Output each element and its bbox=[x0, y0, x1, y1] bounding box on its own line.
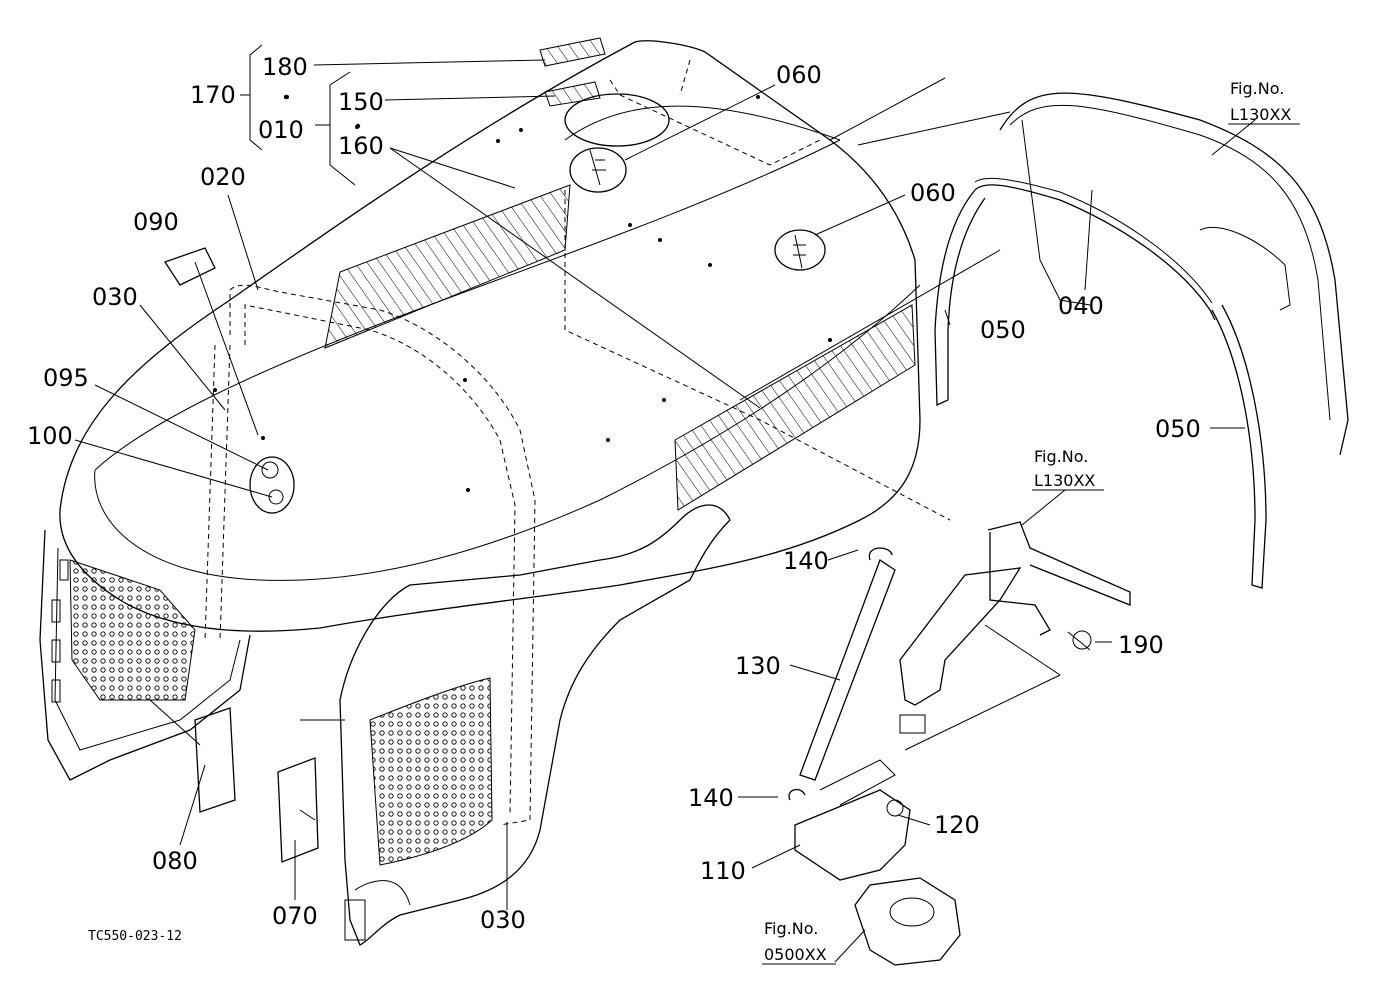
svg-text:Fig.No.: Fig.No. bbox=[764, 919, 818, 938]
label-110: 110 bbox=[700, 857, 746, 885]
label-180: 180 bbox=[262, 53, 308, 81]
svg-text:Fig.No.: Fig.No. bbox=[1034, 447, 1088, 466]
label-100: 100 bbox=[27, 422, 73, 450]
label-030-upper: 030 bbox=[92, 283, 138, 311]
figure-ref-top-right: Fig.No. L130XX bbox=[1228, 79, 1300, 125]
label-010: 010 bbox=[258, 116, 304, 144]
label-060-right: 060 bbox=[910, 179, 956, 207]
part-110-stay bbox=[794, 789, 911, 881]
svg-text:Fig.No.: Fig.No. bbox=[1230, 79, 1284, 98]
housing bbox=[854, 877, 961, 966]
label-070: 070 bbox=[272, 902, 318, 930]
part-050-left bbox=[934, 189, 986, 406]
label-170: 170 bbox=[190, 81, 236, 109]
label-030-lower: 030 bbox=[480, 906, 526, 934]
label-095: 095 bbox=[43, 364, 89, 392]
label-050-right: 050 bbox=[1155, 415, 1201, 443]
rops-frame bbox=[999, 92, 1349, 456]
label-020: 020 bbox=[200, 163, 246, 191]
figure-ref-middle-right: Fig.No. L130XX bbox=[1032, 447, 1104, 491]
part-080 bbox=[194, 707, 236, 813]
latch-plate bbox=[249, 456, 295, 514]
decal-150 bbox=[544, 81, 601, 107]
part-labels: 180 170 150 010 160 060 060 020 090 030 … bbox=[27, 53, 1201, 934]
decal-020 bbox=[324, 184, 571, 349]
part-070 bbox=[277, 757, 319, 863]
label-130: 130 bbox=[735, 652, 781, 680]
svg-text:L130XX: L130XX bbox=[1230, 105, 1291, 124]
svg-text:L130XX: L130XX bbox=[1034, 471, 1095, 490]
label-040: 040 bbox=[1058, 292, 1104, 320]
label-140-top: 140 bbox=[783, 547, 829, 575]
bonnet-body bbox=[59, 40, 1011, 632]
part-090 bbox=[164, 247, 216, 286]
label-080: 080 bbox=[152, 847, 198, 875]
label-060-top: 060 bbox=[776, 61, 822, 89]
figure-ref-bottom: Fig.No. 0500XX bbox=[762, 919, 836, 965]
label-150: 150 bbox=[338, 88, 384, 116]
bracket-assembly bbox=[899, 521, 1131, 751]
part-050-right bbox=[1211, 304, 1267, 589]
bolt-recess bbox=[569, 147, 627, 193]
drawing-code: TC550-023-12 bbox=[88, 929, 182, 944]
leader-lines bbox=[74, 44, 1256, 963]
svg-text:0500XX: 0500XX bbox=[764, 945, 827, 964]
seal-outline bbox=[229, 284, 536, 826]
hood-cutout bbox=[564, 93, 670, 147]
label-090: 090 bbox=[133, 208, 179, 236]
side-panel-left bbox=[39, 529, 251, 781]
label-050-left: 050 bbox=[980, 316, 1026, 344]
side-panel-right bbox=[300, 504, 731, 946]
gas-strut bbox=[799, 559, 896, 781]
decal-180 bbox=[539, 37, 606, 67]
label-160: 160 bbox=[338, 132, 384, 160]
decal-side bbox=[674, 304, 916, 511]
label-140-bottom: 140 bbox=[688, 784, 734, 812]
part-040 bbox=[974, 184, 1216, 321]
label-190: 190 bbox=[1118, 631, 1164, 659]
label-120: 120 bbox=[934, 811, 980, 839]
